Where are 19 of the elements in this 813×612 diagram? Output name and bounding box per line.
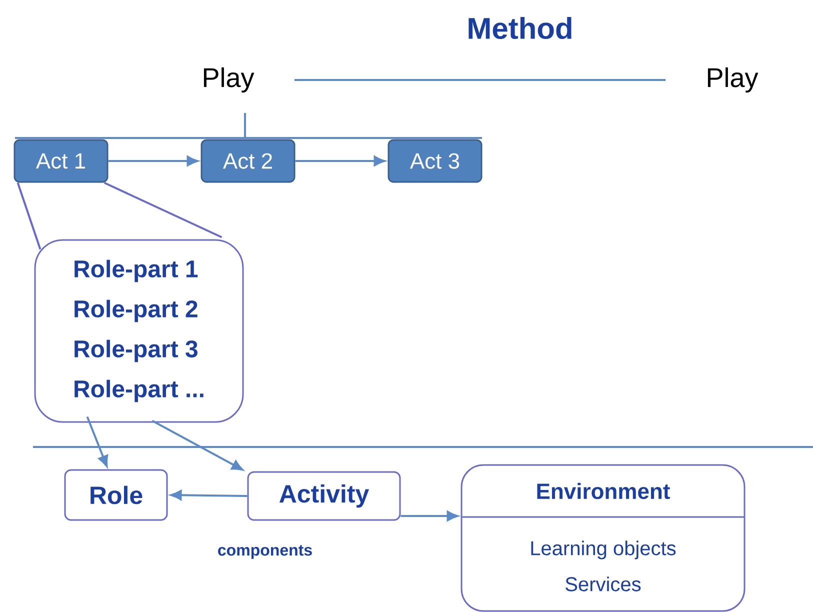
arrow (86, 416, 108, 467)
arrow (400, 510, 458, 522)
component-box: Activity (247, 471, 401, 521)
act-box: Act 2 (200, 139, 296, 183)
arrow (108, 156, 198, 166)
arrow (170, 490, 248, 500)
component-box: Role (64, 469, 168, 521)
arrow (295, 156, 386, 166)
title: Method (468, 16, 572, 40)
act-box: Act 3 (388, 139, 482, 183)
play-label: Play (708, 67, 758, 93)
arrow (152, 420, 244, 470)
environment-box: Environment Learning objects Services (460, 464, 746, 612)
act-box: Act 1 (14, 139, 108, 183)
connector-line (16, 182, 223, 250)
role-part-box: Role-part 1 Role-part 2 Role-part 3 Role-part ... (34, 239, 244, 423)
connector-line (294, 79, 666, 81)
caption-label: components (218, 545, 312, 559)
play-label: Play (204, 67, 254, 93)
